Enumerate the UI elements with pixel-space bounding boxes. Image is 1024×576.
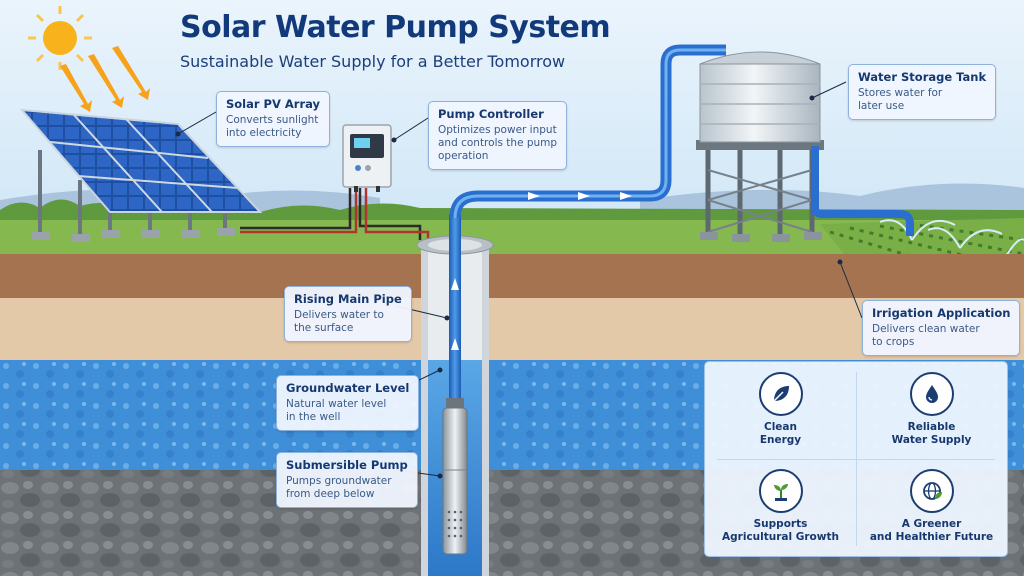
benefit-label: Agricultural Growth [722, 531, 839, 543]
benefit-label: and Healthier Future [869, 531, 994, 543]
callout-text-line: to crops [872, 336, 915, 348]
callout-text-line: Natural water level [286, 398, 387, 410]
benefit-label: Energy [759, 434, 802, 446]
rising-main-pipe [449, 44, 726, 402]
callout-title: Groundwater Level [286, 381, 410, 395]
callout-text-line: in the well [286, 411, 341, 423]
topsoil-layer [0, 254, 1024, 298]
power-cables [240, 188, 430, 242]
page-subtitle: Sustainable Water Supply for a Better To… [180, 52, 566, 71]
benefit-reliable-water-supply: Reliable Water Supply [856, 362, 1007, 459]
callout-title: Irrigation Application [872, 306, 1011, 320]
sun-icon [28, 6, 150, 112]
callout-text-line: later use [858, 100, 905, 112]
pump-controller-unit [342, 124, 392, 192]
benefits-divider-horizontal [717, 459, 995, 460]
callout-text-line: operation [438, 150, 489, 162]
callout-text-line: and controls the pump [438, 137, 558, 149]
callout-text-line: Stores water for [858, 87, 943, 99]
page-title: Solar Water Pump System [180, 10, 611, 45]
water-drop-icon [909, 372, 954, 416]
callout-text-line: Delivers clean water [872, 323, 980, 335]
callout-text-line: from deep below [286, 488, 375, 500]
submersible-pump [442, 398, 468, 555]
callout-title: Solar PV Array [226, 97, 321, 111]
benefits-panel: Clean Energy Reliable Water Supply Suppo… [704, 361, 1008, 557]
callout-text-line: the surface [294, 322, 354, 334]
callout-title: Submersible Pump [286, 458, 408, 472]
callout-submersible-pump: Submersible Pump Pumps groundwater from … [276, 452, 418, 508]
callout-solar-pv-array: Solar PV Array Converts sunlight into el… [216, 91, 331, 147]
callout-title: Water Storage Tank [858, 70, 987, 84]
leaf-icon [758, 372, 803, 416]
callout-groundwater-level: Groundwater Level Natural water level in… [276, 375, 420, 431]
benefit-label: Reliable [907, 421, 956, 433]
benefit-label: Supports [753, 518, 808, 530]
benefit-clean-energy: Clean Energy [705, 362, 856, 459]
benefit-greener-future: A Greener and Healthier Future [856, 459, 1007, 556]
callout-text-line: Delivers water to [294, 309, 384, 321]
callout-water-storage-tank: Water Storage Tank Stores water for late… [848, 64, 997, 120]
callout-pump-controller: Pump Controller Optimizes power input an… [428, 101, 568, 170]
callout-text-line: into electricity [226, 127, 302, 139]
benefit-label: Clean [764, 421, 797, 433]
callout-rising-main-pipe: Rising Main Pipe Delivers water to the s… [284, 286, 412, 342]
benefit-agricultural-growth: Supports Agricultural Growth [705, 459, 856, 556]
callout-text-line: Optimizes power input [438, 124, 557, 136]
sprout-icon [758, 469, 803, 513]
benefit-label: Water Supply [891, 434, 972, 446]
callout-text-line: Converts sunlight [226, 114, 319, 126]
water-storage-tower [696, 51, 914, 242]
callout-text-line: Pumps groundwater [286, 475, 392, 487]
callout-title: Pump Controller [438, 107, 544, 121]
globe-leaf-icon [909, 469, 954, 513]
solar-panel-array [19, 108, 263, 242]
sand-layer [0, 298, 1024, 360]
callout-title: Rising Main Pipe [294, 292, 402, 306]
callout-irrigation-application: Irrigation Application Delivers clean wa… [862, 300, 1021, 356]
benefit-label: A Greener [901, 518, 962, 530]
